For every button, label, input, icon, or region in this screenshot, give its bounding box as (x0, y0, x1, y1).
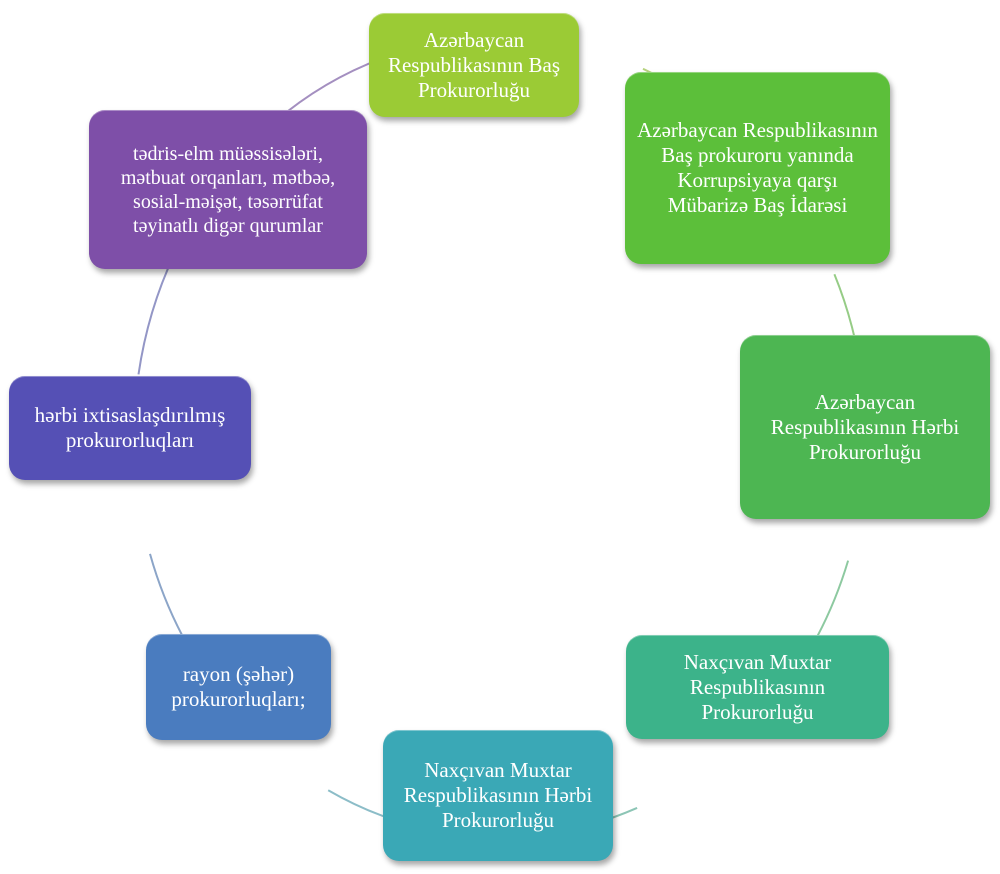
node-naxcivan-herbi-prokurorluq: Naxçıvan Muxtar Respublikasının Hərbi Pr… (383, 730, 613, 861)
node-naxcivan-prokurorluq: Naxçıvan Muxtar Respublikasının Prokuror… (626, 635, 889, 739)
node-label: rayon (şəhər) prokurorluqları; (171, 662, 306, 711)
node-rayon-prokurorluqlari: rayon (şəhər) prokurorluqları; (146, 634, 331, 740)
node-herbi-ixtisas-prokurorluqlari: hərbi ixtisaslaşdırılmış prokurorluqları (9, 376, 251, 480)
node-label: hərbi ixtisaslaşdırılmış prokurorluqları (34, 403, 226, 452)
node-diger-qurumlar: tədris-elm müəssisələri, mətbuat orqanla… (89, 110, 367, 269)
node-label: Azərbaycan Respublikasının Baş Prokurorl… (387, 27, 561, 102)
node-label: Azərbaycan Respublikasının Hərbi Prokuro… (770, 389, 960, 464)
node-korrupsiya-idaresi: Azərbaycan Respublikasının Baş prokuroru… (625, 72, 890, 264)
node-herbi-prokurorluq: Azərbaycan Respublikasının Hərbi Prokuro… (740, 335, 990, 519)
node-bas-prokurorluq: Azərbaycan Respublikasının Baş Prokurorl… (369, 13, 579, 117)
node-label: Naxçıvan Muxtar Respublikasının Prokuror… (683, 649, 832, 724)
node-label: Azərbaycan Respublikasının Baş prokuroru… (637, 118, 878, 217)
node-label: tədris-elm müəssisələri, mətbuat orqanla… (120, 142, 336, 237)
node-label: Naxçıvan Muxtar Respublikasının Hərbi Pr… (403, 758, 593, 832)
